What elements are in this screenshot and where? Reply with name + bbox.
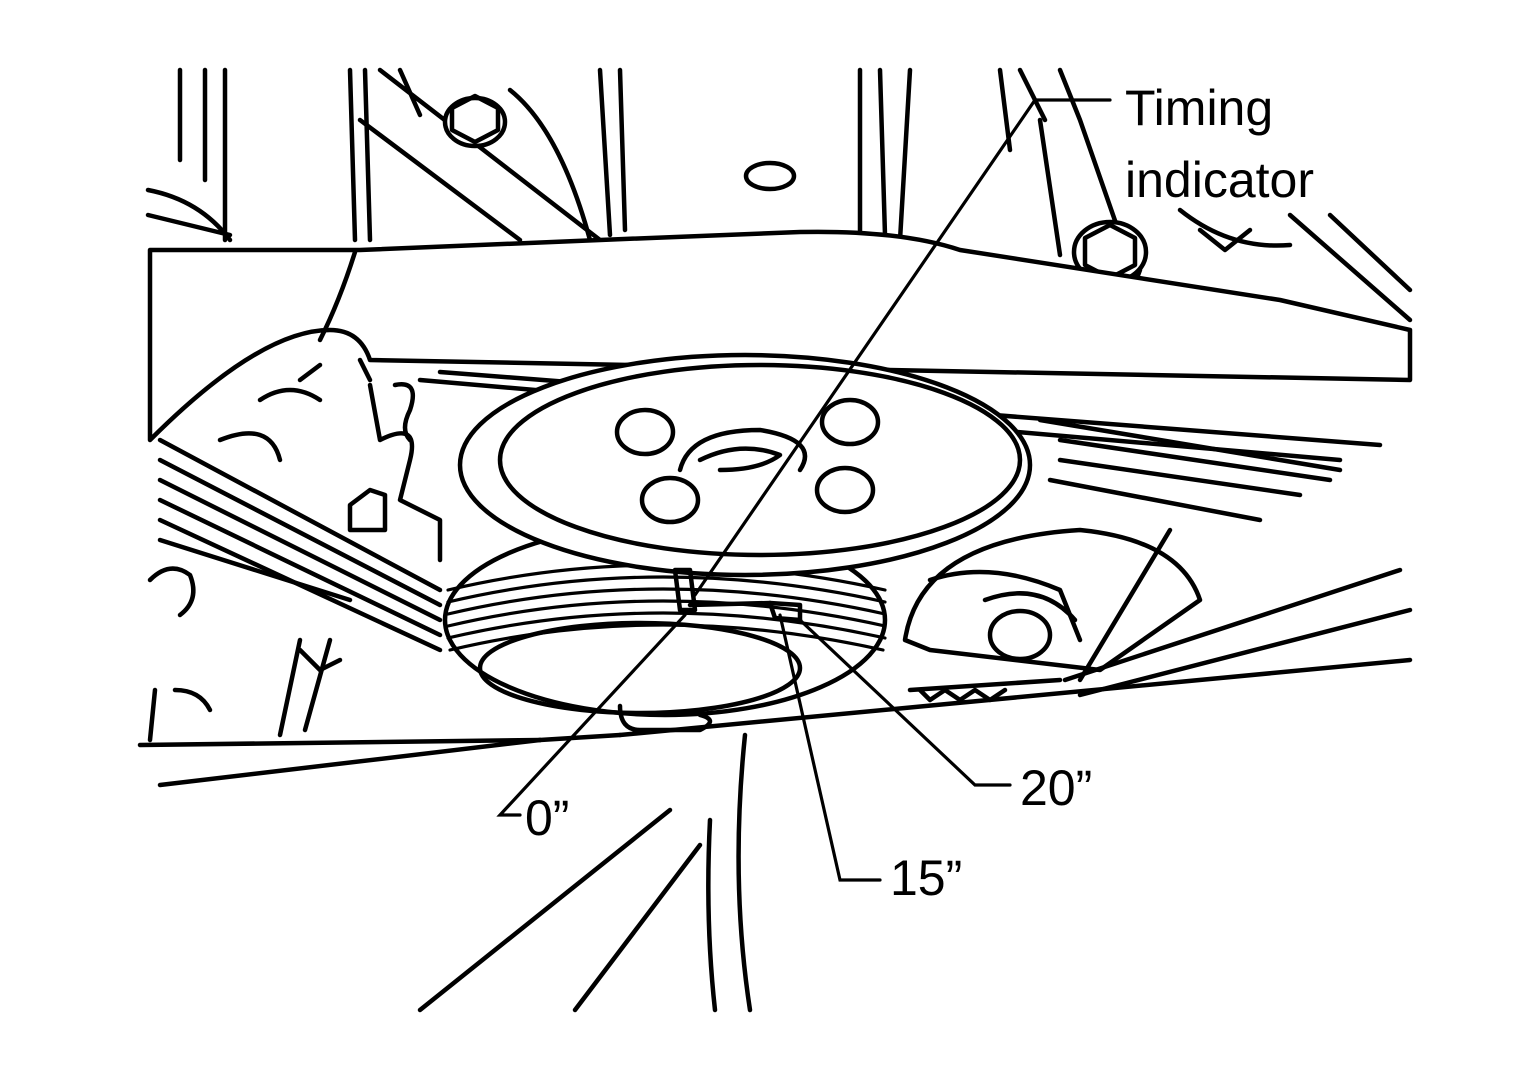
casting-hole [743,160,797,192]
mark-15-label: 15” [890,850,962,906]
timing-indicator-label-line1: Timing [1125,80,1273,136]
engine-block [145,67,1413,323]
pulley-bolt-2 [819,397,881,447]
pulley-bolt-1 [614,407,676,457]
mark-0-leader [496,613,687,817]
mark-20-label: 20” [1020,760,1092,816]
idler-pulley [902,527,1203,673]
idler-bolt [987,608,1053,662]
front-cover-bracket [147,229,1413,443]
mark-0-label: 0” [525,790,569,846]
pulley-bolt-3 [639,475,701,525]
timing-indicator-label-line2: indicator [1125,152,1314,208]
pointer-tab [672,567,698,613]
front-damper-pulley [457,352,1033,578]
mark-20-leader [798,618,1012,787]
upper-left-bolt [442,93,508,149]
lower-frame [157,657,1413,1013]
mark-15-leader [778,613,882,882]
pulley-bolt-4 [814,465,876,515]
left-accessory [137,382,543,748]
timing-indicator-leader [693,98,1112,597]
leader-lines [496,98,1112,882]
